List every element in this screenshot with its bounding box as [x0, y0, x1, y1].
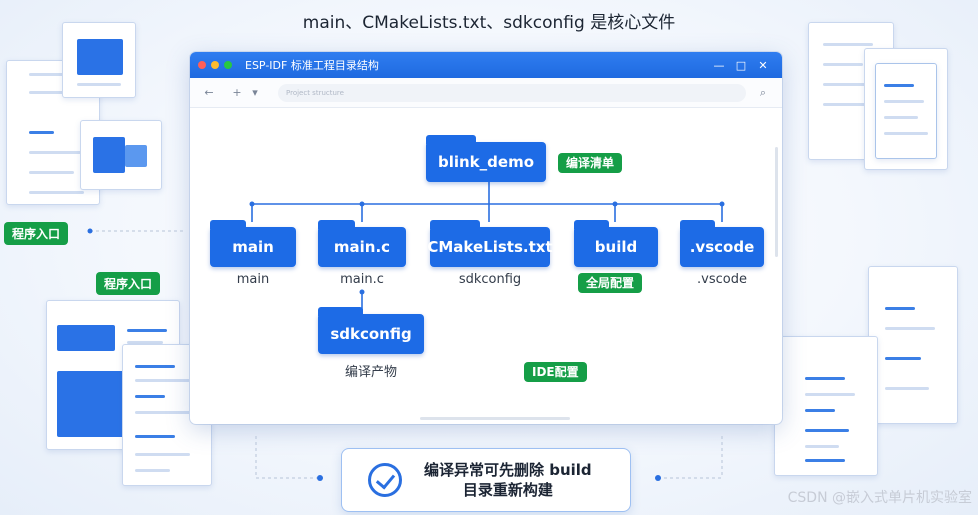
tag-program-entry-2: 程序入口 [96, 272, 161, 295]
document-icon [93, 137, 125, 173]
minimize-dot[interactable] [211, 61, 219, 69]
page-title: main、CMakeLists.txt、sdkconfig 是核心文件 [302, 13, 676, 33]
caption-cmakelists: sdkconfig [458, 272, 522, 287]
folder-sdkconfig[interactable]: sdkconfig [318, 307, 424, 354]
tag-ide-config: IDE配置 [524, 362, 587, 382]
search-icon[interactable]: ⌕ [759, 85, 767, 99]
monitor-doc-card [80, 120, 162, 190]
folder-blink-demo[interactable]: blink_demo [426, 135, 546, 182]
tip-line-2: 目录重新构建 [462, 481, 553, 499]
vertical-scrollbar[interactable] [775, 147, 778, 257]
tip-line-1: 编译异常可先删除 build [424, 461, 592, 479]
window-toolbar: ← + ▾ Project structure ⌕ [190, 78, 782, 108]
folder-cmakelists[interactable]: CMakeLists.txt [427, 220, 553, 267]
caption-main-c: main.c [340, 272, 384, 287]
tip-box: 编译异常可先删除 build 目录重新构建 [341, 448, 631, 512]
close-button[interactable]: ✕ [758, 58, 768, 72]
folder-main[interactable]: main [210, 220, 296, 267]
back-arrow-icon[interactable]: ← [204, 86, 214, 99]
folder-vscode[interactable]: .vscode [680, 220, 764, 267]
horizontal-scrollbar[interactable] [420, 417, 570, 420]
code-card-right-front [774, 336, 878, 476]
maximize-button[interactable]: □ [735, 58, 747, 72]
folder-main-c[interactable]: main.c [318, 220, 406, 267]
address-bar[interactable]: Project structure [278, 83, 746, 102]
minimize-button[interactable]: — [713, 58, 725, 72]
folder-icon [77, 39, 123, 75]
caption-sdkconfig: 编译产物 [344, 365, 397, 380]
check-circle-icon [368, 463, 402, 497]
doc-card-right-front [864, 48, 948, 170]
tag-build-list: 编译清单 [558, 153, 623, 173]
code-card-right-back [868, 266, 958, 424]
tip-text: 编译异常可先删除 build 目录重新构建 [424, 460, 592, 500]
tag-program-entry-1: 程序入口 [4, 222, 69, 245]
maximize-dot[interactable] [224, 61, 232, 69]
forward-icon[interactable]: + [232, 86, 242, 99]
tag-global-config: 全局配置 [578, 273, 643, 293]
dropdown-icon[interactable]: ▾ [252, 86, 258, 99]
folder-build[interactable]: build [574, 220, 658, 267]
window-titlebar: ESP-IDF 标准工程目录结构 — □ ✕ [190, 52, 782, 78]
caption-vscode: .vscode [697, 272, 747, 287]
folder-doc-card [62, 22, 136, 98]
watermark: CSDN @嵌入式单片机实验室 [787, 490, 972, 506]
close-dot[interactable] [198, 61, 206, 69]
caption-main: main [236, 272, 270, 287]
window-title: ESP-IDF 标准工程目录结构 [245, 59, 379, 72]
